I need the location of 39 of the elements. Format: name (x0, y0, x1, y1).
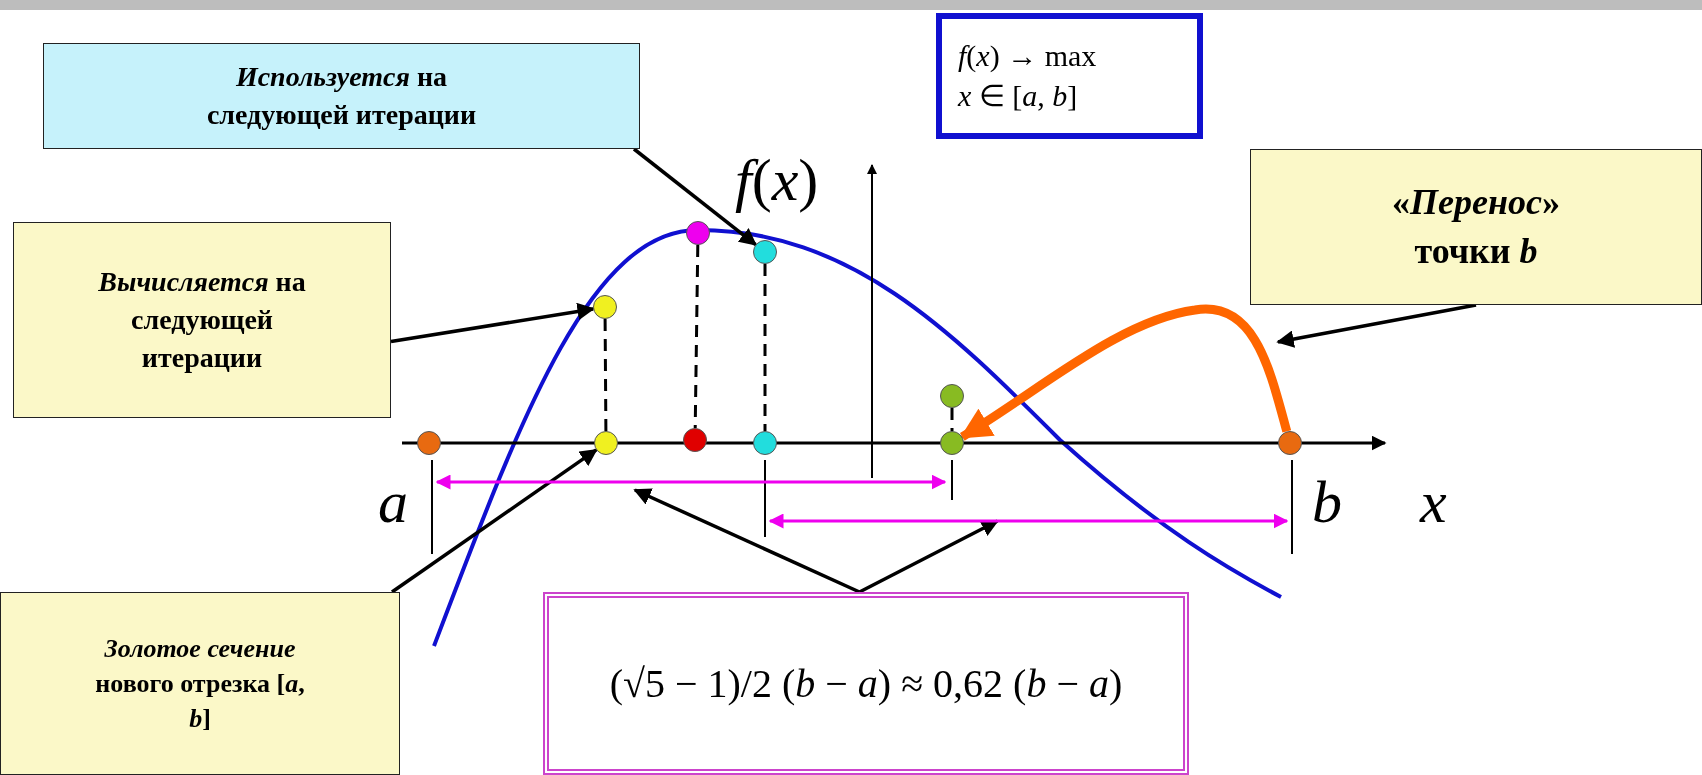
point-marker (683, 428, 707, 452)
callout-text: Используется на следующей итерации (205, 60, 478, 132)
callout-box (43, 43, 640, 149)
dashed-line (763, 264, 767, 431)
callout-text: «Перенос» точки b (1391, 181, 1561, 273)
leader-arrow (632, 147, 757, 246)
point-marker (940, 431, 964, 455)
callout-box (13, 222, 391, 418)
leader-arrow (633, 488, 861, 594)
formula-text: f(x) → max (958, 37, 1097, 74)
formula-box (936, 13, 1203, 139)
point-marker (594, 431, 618, 455)
dimension-line (769, 513, 1288, 529)
axis-label: b (1312, 472, 1342, 532)
leader-arrow (390, 302, 595, 344)
point-marker (753, 431, 777, 455)
point-marker (1278, 431, 1302, 455)
point-marker (940, 384, 964, 408)
point-marker (417, 431, 441, 455)
point-marker (753, 240, 777, 264)
leader-arrow (391, 448, 598, 594)
axis-label: x (1420, 472, 1447, 532)
leader-arrow (858, 519, 999, 594)
formula-text: x ∈ [a, b] (958, 78, 1078, 114)
dashed-line (603, 319, 608, 431)
formula-box (543, 592, 1189, 775)
dashed-line (693, 244, 700, 429)
curved-arrow (959, 304, 1292, 441)
formula-text: (√5 − 1)/2 (b − a) ≈ 0,62 (b − a) (609, 659, 1123, 708)
callout-text: Золотое сечение нового отрезка [a, b] (94, 632, 306, 736)
dashed-line (950, 408, 954, 431)
leader-arrow (1276, 303, 1477, 348)
dimension-line (436, 474, 946, 490)
callout-text: Вычисляется на следующей итерации (97, 265, 307, 375)
callout-box (0, 592, 400, 775)
axis-label: a (378, 472, 408, 532)
point-marker (686, 221, 710, 245)
callout-box (1250, 149, 1702, 305)
point-marker (593, 295, 617, 319)
